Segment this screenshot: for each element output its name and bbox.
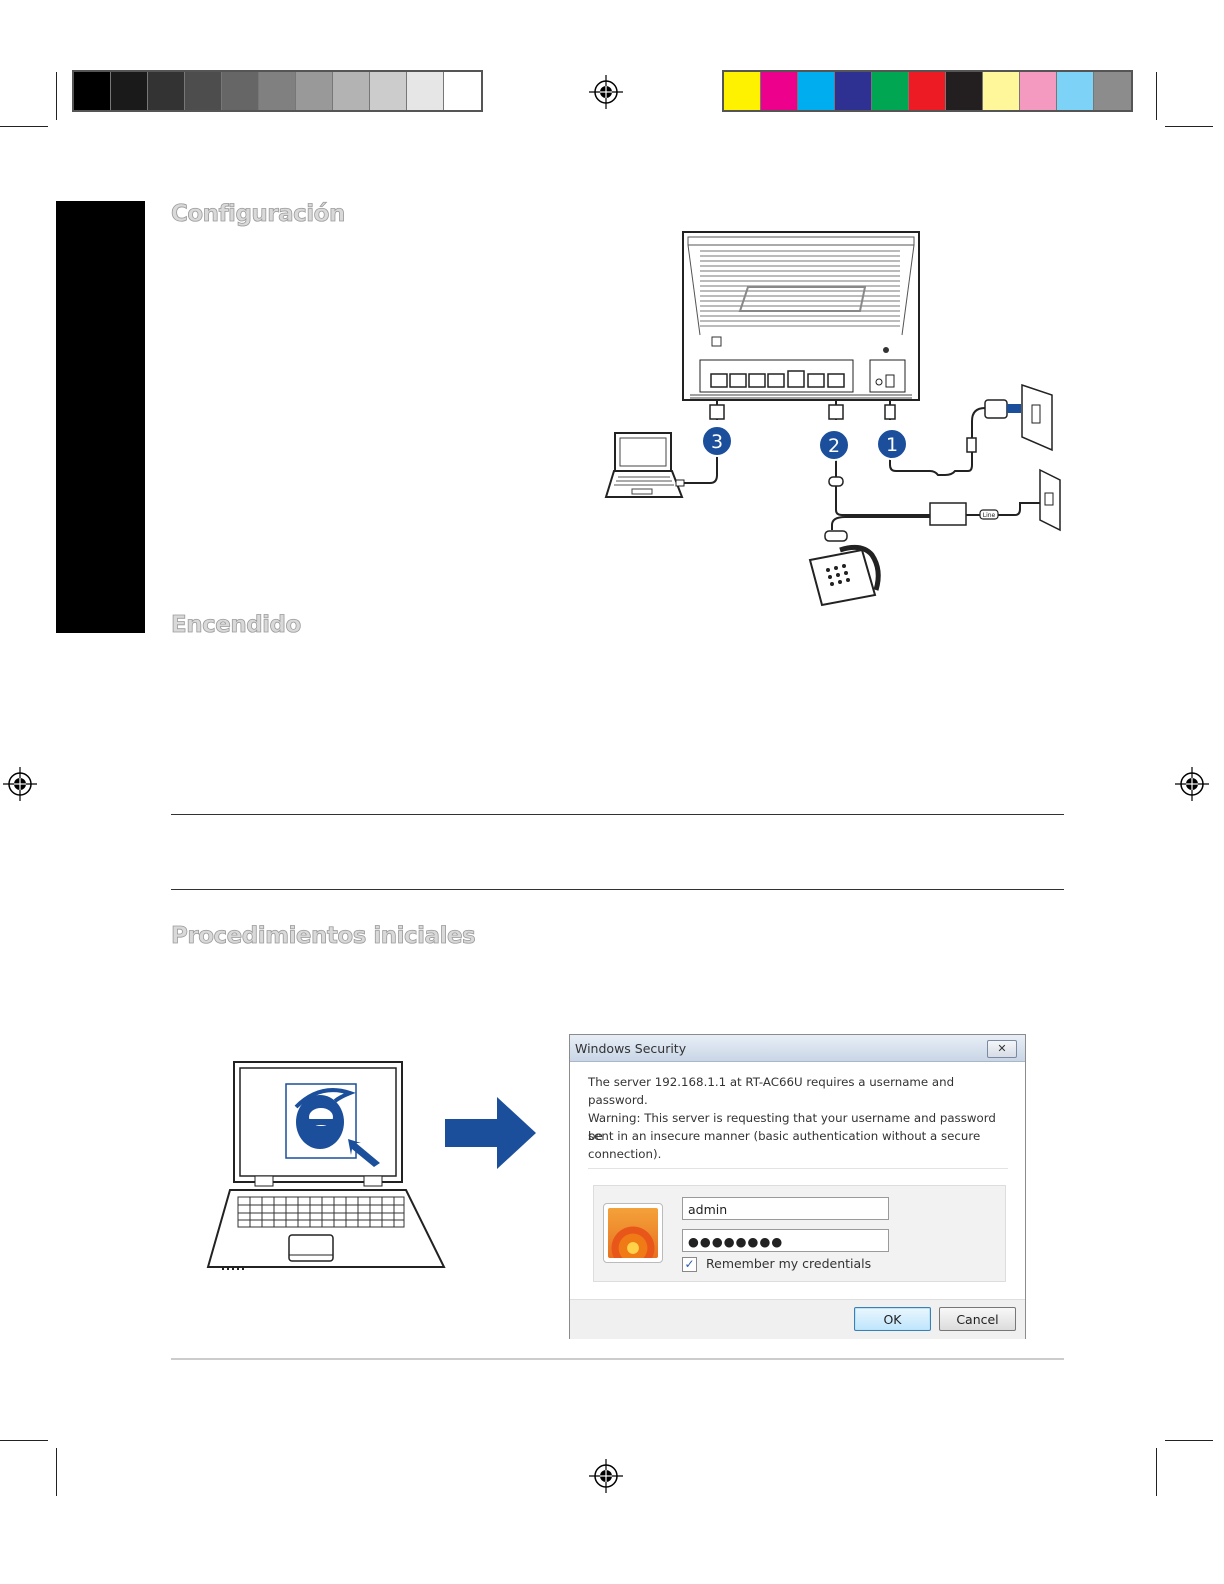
- note-rule-top: [171, 814, 1064, 815]
- color-strip: [722, 70, 1133, 112]
- ok-button[interactable]: OK: [854, 1307, 931, 1331]
- heading-procedimientos: Procedimientos iniciales: [171, 923, 477, 950]
- color-swatch: [724, 72, 761, 110]
- dialog-title-bar: Windows Security ✕: [570, 1035, 1025, 1062]
- power-plug: [984, 399, 1008, 419]
- phone-wall-jack: [1039, 468, 1061, 532]
- crop-mark: [0, 126, 48, 127]
- telephone-illustration: [808, 544, 881, 607]
- cable-clip: [824, 530, 848, 542]
- internet-explorer-icon: [294, 1088, 356, 1149]
- cable-clip: [828, 476, 844, 487]
- dialog-warning-line-2: sent in an insecure manner (basic authen…: [588, 1129, 981, 1143]
- color-swatch: [296, 72, 333, 110]
- router-connection-diagram: Line 3 2 1: [604, 231, 1061, 607]
- color-swatch: [259, 72, 296, 110]
- color-swatch: [761, 72, 798, 110]
- laptop-illustration: [604, 432, 685, 498]
- remember-credentials-checkbox[interactable]: ✓: [682, 1257, 697, 1272]
- phone-wall-jack-port: [1044, 492, 1054, 506]
- color-swatch: [111, 72, 148, 110]
- cable-connector: [709, 404, 725, 420]
- callout-2: 2: [818, 429, 850, 461]
- note-rule-bottom: [171, 889, 1064, 890]
- cursor-arrow-icon: [348, 1139, 380, 1167]
- dialog-message: The server 192.168.1.1 at RT-AC66U requi…: [588, 1075, 955, 1107]
- color-swatch: [983, 72, 1020, 110]
- color-swatch: [872, 72, 909, 110]
- line-connector: [979, 509, 999, 520]
- callout-1: 1: [876, 428, 908, 460]
- dialog-warning-line-1: Warning: This server is requesting that …: [588, 1111, 996, 1143]
- power-outlet-socket: [1031, 404, 1041, 424]
- dialog-footer: OK Cancel: [570, 1299, 1025, 1339]
- language-side-tab: [56, 201, 145, 633]
- heading-configuracion: Configuración: [171, 201, 346, 228]
- color-swatch: [1094, 72, 1131, 110]
- splitter-line-label: Line: [983, 512, 996, 519]
- dialog-warning-line-3: connection).: [588, 1147, 662, 1161]
- user-avatar: [603, 1203, 663, 1263]
- callout-3-label: 3: [711, 431, 723, 453]
- cancel-button[interactable]: Cancel: [939, 1307, 1016, 1331]
- color-swatch: [946, 72, 983, 110]
- windows-security-dialog: Windows Security ✕ The server 192.168.1.…: [569, 1034, 1026, 1339]
- dsl-splitter: [929, 502, 967, 526]
- color-swatch: [1057, 72, 1094, 110]
- crop-mark: [56, 1448, 57, 1496]
- color-swatch: [148, 72, 185, 110]
- router-illustration: [682, 231, 920, 401]
- color-swatch: [222, 72, 259, 110]
- crop-mark: [1165, 1440, 1213, 1441]
- flower-avatar-icon: [608, 1208, 658, 1258]
- close-button[interactable]: ✕: [987, 1040, 1017, 1058]
- color-swatch: [798, 72, 835, 110]
- registration-mark-icon: [589, 75, 623, 109]
- username-input[interactable]: admin: [682, 1197, 889, 1220]
- color-swatch: [444, 72, 481, 110]
- color-swatch: [1020, 72, 1057, 110]
- color-swatch: [333, 72, 370, 110]
- dialog-title: Windows Security: [575, 1041, 687, 1056]
- crop-mark: [1156, 72, 1157, 120]
- cable-connector: [828, 404, 844, 420]
- dialog-separator: [588, 1168, 1008, 1169]
- color-swatch: [185, 72, 222, 110]
- power-plug-prongs: [1007, 404, 1021, 413]
- footer-rule: [171, 1358, 1064, 1360]
- power-outlet: [1021, 383, 1053, 452]
- color-swatch: [370, 72, 407, 110]
- registration-mark-icon: [589, 1459, 623, 1493]
- crop-mark: [0, 1440, 48, 1441]
- heading-encendido: Encendido: [171, 612, 302, 639]
- remember-credentials-label: Remember my credentials: [706, 1256, 872, 1271]
- color-swatch: [835, 72, 872, 110]
- callout-2-label: 2: [828, 435, 840, 457]
- cable-connector: [884, 404, 896, 420]
- laptop-browser-illustration: [206, 1061, 446, 1270]
- callout-3: 3: [701, 425, 733, 457]
- grayscale-strip: [72, 70, 483, 112]
- crop-mark: [1156, 1448, 1157, 1496]
- crop-mark: [56, 72, 57, 120]
- color-swatch: [74, 72, 111, 110]
- registration-mark-icon: [3, 767, 37, 801]
- color-swatch: [909, 72, 946, 110]
- callout-1-label: 1: [886, 434, 898, 456]
- registration-mark-icon: [1175, 767, 1209, 801]
- credentials-panel: admin ●●●●●●●● ✓ Remember my credentials: [593, 1185, 1006, 1282]
- right-arrow-icon: [445, 1097, 536, 1169]
- crop-mark: [1165, 126, 1213, 127]
- color-swatch: [407, 72, 444, 110]
- power-adapter-brick: [966, 437, 977, 453]
- password-input[interactable]: ●●●●●●●●: [682, 1229, 889, 1252]
